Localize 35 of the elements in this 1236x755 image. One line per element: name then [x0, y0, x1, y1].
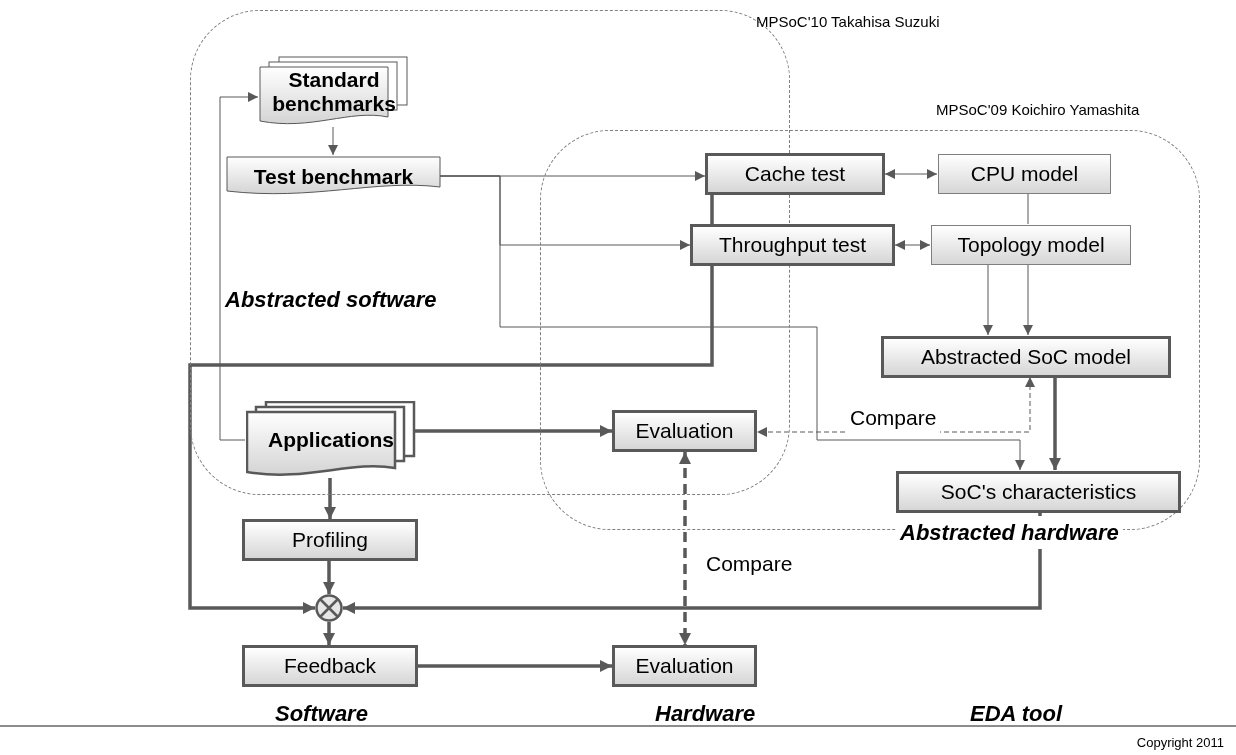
process-box: Topology model — [931, 225, 1131, 265]
arrow — [679, 452, 691, 645]
multiplier-circle — [315, 594, 343, 622]
arrow — [756, 376, 1035, 437]
arrow — [323, 622, 335, 645]
process-box: Evaluation — [612, 410, 757, 452]
process-box: Feedback — [242, 645, 418, 687]
connector-line — [1027, 192, 1029, 225]
arrow — [324, 478, 336, 519]
arrow — [884, 169, 938, 179]
arrow — [418, 660, 612, 672]
column-label: Software — [275, 700, 368, 728]
copyright-note: Copyright 2011 — [1136, 734, 1224, 752]
arrow — [894, 240, 931, 250]
arrow — [983, 263, 993, 336]
process-box: SoC's characteristics — [896, 471, 1181, 513]
arrow — [415, 425, 612, 437]
column-label: Hardware — [655, 700, 756, 728]
arrow — [1023, 263, 1033, 336]
column-label: EDA tool — [970, 700, 1063, 728]
process-box: CPU model — [938, 154, 1111, 194]
arrow — [343, 512, 1042, 614]
arrow — [219, 92, 259, 441]
connector-line — [710, 195, 714, 224]
process-box: Evaluation — [612, 645, 757, 687]
arrow — [1049, 377, 1061, 470]
region-label: Abstracted hardware — [896, 516, 1123, 549]
arrow — [323, 561, 335, 594]
arrow — [328, 126, 338, 156]
region-title: MPSoC'10 Takahisa Suzuki — [756, 12, 940, 32]
process-box: Profiling — [242, 519, 418, 561]
arrow — [188, 266, 714, 614]
process-box: Abstracted SoC model — [881, 336, 1171, 378]
region-title: MPSoC'09 Koichiro Yamashita — [936, 100, 1140, 120]
arrow — [439, 175, 1025, 471]
